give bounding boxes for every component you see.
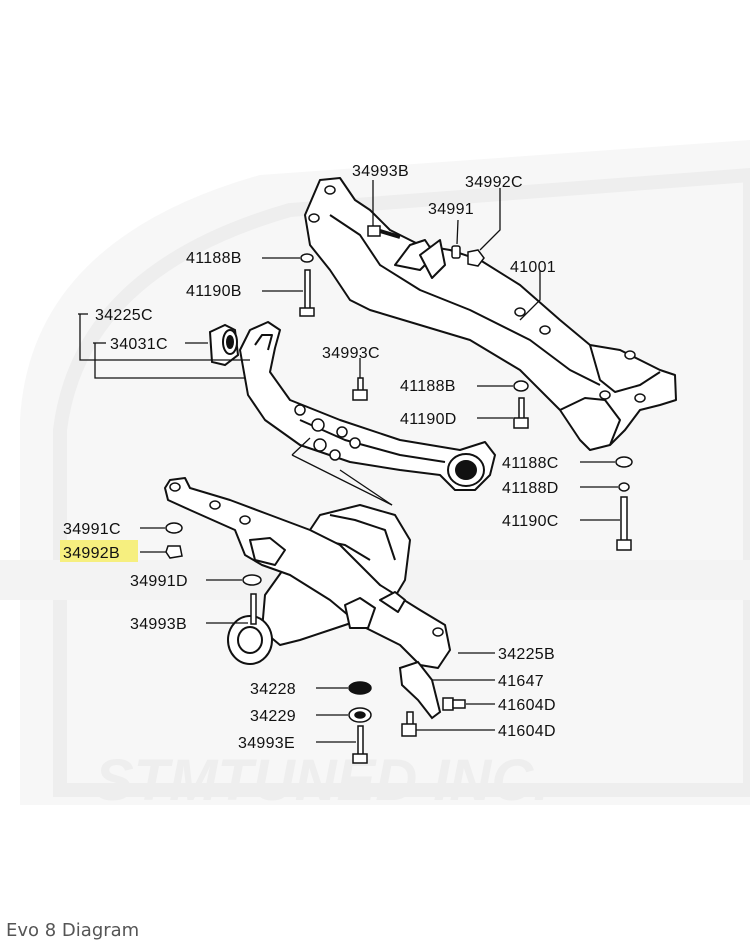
label-41604D-b: 41604D	[498, 723, 556, 740]
washer-41188C	[615, 456, 633, 468]
label-41188B-a: 41188B	[186, 250, 242, 267]
label-34991: 34991	[428, 201, 474, 218]
member-34225B-holes	[169, 482, 444, 637]
bolt-41190D	[513, 397, 529, 429]
bolt-41190B	[299, 269, 315, 317]
label-41188D: 41188D	[502, 480, 559, 497]
washer-41188D	[618, 482, 630, 492]
leader-lines	[78, 180, 620, 743]
label-41188B-b: 41188B	[400, 378, 456, 395]
bushing-34228	[348, 681, 372, 695]
bolt-34993B-top	[367, 225, 401, 239]
label-34225B: 34225B	[498, 646, 555, 663]
label-34991C: 34991C	[63, 521, 121, 538]
label-34225C: 34225C	[95, 307, 153, 324]
nut-34992C	[467, 249, 485, 267]
member-holes	[294, 404, 361, 461]
bolt-41190C	[616, 496, 632, 551]
label-34229: 34229	[250, 708, 296, 725]
washer-34991D	[242, 574, 262, 586]
crossmember-41001	[304, 177, 677, 451]
stopper-34229	[348, 707, 372, 723]
label-41190C: 41190C	[502, 513, 559, 530]
washer-34991	[451, 245, 461, 259]
label-34992C: 34992C	[465, 174, 523, 191]
watermark-logo: STMTUNED INC.	[0, 140, 750, 813]
highlight-34992B	[60, 540, 138, 562]
label-41647: 41647	[498, 673, 544, 690]
label-34993B-bottom: 34993B	[130, 616, 187, 633]
leader-lines-member	[291, 437, 393, 506]
label-34228: 34228	[250, 681, 296, 698]
label-34031C: 34031C	[110, 336, 168, 353]
bolt-34993B-bottom	[250, 593, 257, 625]
watermark-text: STMTUNED INC.	[95, 748, 549, 813]
washer-41188B-a	[300, 253, 314, 263]
part-labels: 34993B 34992C 34991 41188B 41001 41190B …	[63, 163, 559, 752]
label-41190D: 41190D	[400, 411, 457, 428]
bushing-34031C	[208, 323, 240, 367]
nut-34992B	[165, 545, 183, 559]
crossmember-holes	[308, 185, 646, 403]
label-34993B-top: 34993B	[352, 163, 409, 180]
diff-support-member-34225B	[164, 477, 451, 669]
label-34993C: 34993C	[322, 345, 380, 362]
washer-34991C	[165, 522, 183, 534]
label-34993E: 34993E	[238, 735, 295, 752]
bracket-41647	[398, 660, 442, 720]
bolt-41604D-a	[442, 697, 466, 711]
label-41188C: 41188C	[502, 455, 559, 472]
label-34992B: 34992B	[63, 545, 120, 562]
washer-41188B-b	[513, 380, 529, 392]
diagram-caption: Evo 8 Diagram	[6, 920, 140, 941]
label-41190B: 41190B	[186, 283, 242, 300]
label-41604D-a: 41604D	[498, 697, 556, 714]
label-34991D: 34991D	[130, 573, 188, 590]
bushing-34031C-rear	[447, 453, 485, 487]
label-41001: 41001	[510, 259, 556, 276]
bolt-34993E	[352, 725, 368, 764]
